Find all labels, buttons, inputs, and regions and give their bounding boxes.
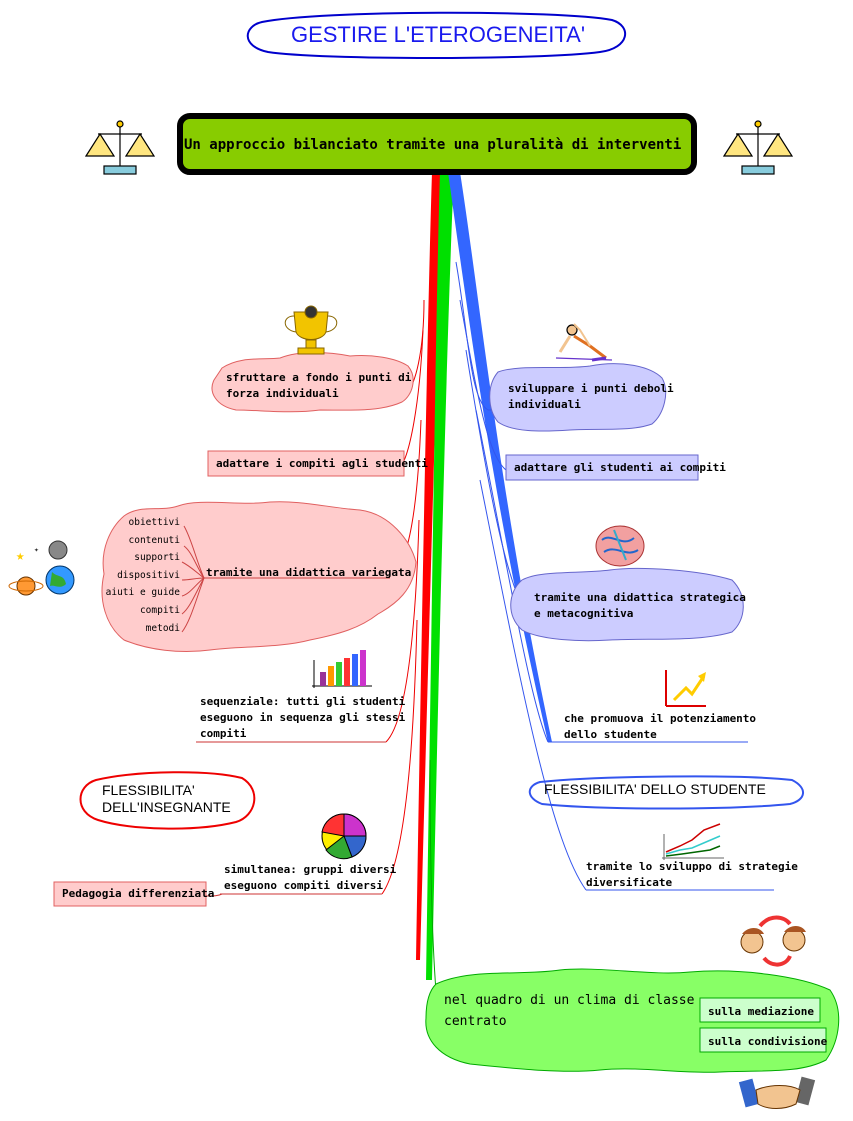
- sub-item: obiettivi: [128, 517, 180, 528]
- deboli-label: sviluppare i punti deboli individuali: [508, 382, 674, 411]
- sub-item: supporti: [134, 552, 180, 563]
- adattare-compiti-label: adattare i compiti agli studenti: [216, 457, 428, 470]
- svg-text:✦: ✦: [34, 545, 39, 554]
- sub-item: compiti: [139, 605, 180, 616]
- red-main-branch: [416, 172, 444, 960]
- strategica-label: tramite una didattica strategica e metac…: [534, 591, 746, 620]
- flex-studente-label: FLESSIBILITA' DELLO STUDENTE: [544, 781, 766, 797]
- line-chart-icon: [662, 823, 724, 860]
- trophy-icon: [284, 305, 338, 355]
- svg-text:★: ★: [16, 548, 25, 564]
- bar-chart-icon: [312, 650, 372, 688]
- pedagogia-box[interactable]: [53, 881, 207, 907]
- strategie-label: tramite lo sviluppo di strategie diversi…: [586, 860, 798, 889]
- variegata-label: tramite una didattica variegata: [206, 566, 412, 579]
- forza-cloud[interactable]: [211, 352, 414, 413]
- condivisione-box[interactable]: [699, 1027, 827, 1053]
- simultanea-label: simultanea: gruppi diversi eseguono comp…: [224, 863, 397, 892]
- sequenziale-label: sequenziale: tutti gli studenti eseguono…: [200, 695, 406, 740]
- title-outline: [246, 11, 627, 59]
- sub-item: metodi: [145, 623, 180, 634]
- deboli-cloud[interactable]: [489, 363, 667, 432]
- athlete-stretching-icon: [555, 323, 613, 362]
- flex-insegnante-outline: [79, 771, 256, 830]
- handshake-icon: [738, 1076, 816, 1109]
- central-node[interactable]: [177, 113, 697, 175]
- clima-label: nel quadro di un clima di classe centrat…: [444, 993, 695, 1029]
- potenziamento-label: che promuova il potenziamento dello stud…: [564, 712, 757, 741]
- pie-chart-icon: [321, 813, 367, 860]
- sub-item: aiuti e guide: [105, 587, 180, 598]
- planets-icon: ★ ✦: [8, 540, 75, 596]
- people-exchange-icon: [740, 915, 806, 967]
- page-title: GESTIRE L'ETEROGENEITA': [290, 22, 586, 47]
- balance-scale-icon: [84, 120, 156, 175]
- adattare-studenti-label: adattare gli studenti ai compiti: [514, 461, 726, 474]
- variegata-cloud[interactable]: [101, 501, 417, 652]
- adattare-studenti-box[interactable]: [505, 454, 699, 481]
- green-main-branch: [426, 172, 454, 980]
- adattare-compiti-box[interactable]: [207, 450, 405, 477]
- flex-insegnante-label: FLESSIBILITA' DELL'INSEGNANTE: [102, 782, 231, 815]
- sub-item: contenuti: [128, 535, 180, 546]
- forza-label: sfruttare a fondo i punti di forza indiv…: [226, 371, 412, 400]
- mediazione-label: sulla mediazione: [708, 1005, 814, 1018]
- strategica-cloud[interactable]: [510, 567, 744, 642]
- blue-main-branch: [448, 172, 552, 742]
- brain-icon: [595, 525, 645, 567]
- central-node-label: Un approccio bilanciato tramite una plur…: [184, 137, 682, 153]
- mediazione-box[interactable]: [699, 997, 821, 1023]
- balance-scale-icon: [722, 120, 794, 175]
- sub-item: dispositivi: [117, 570, 180, 581]
- condivisione-label: sulla condivisione: [708, 1035, 828, 1048]
- growth-arrow-icon: [665, 670, 706, 707]
- pedagogia-label: Pedagogia differenziata: [62, 887, 215, 900]
- flex-studente-outline: [528, 775, 804, 810]
